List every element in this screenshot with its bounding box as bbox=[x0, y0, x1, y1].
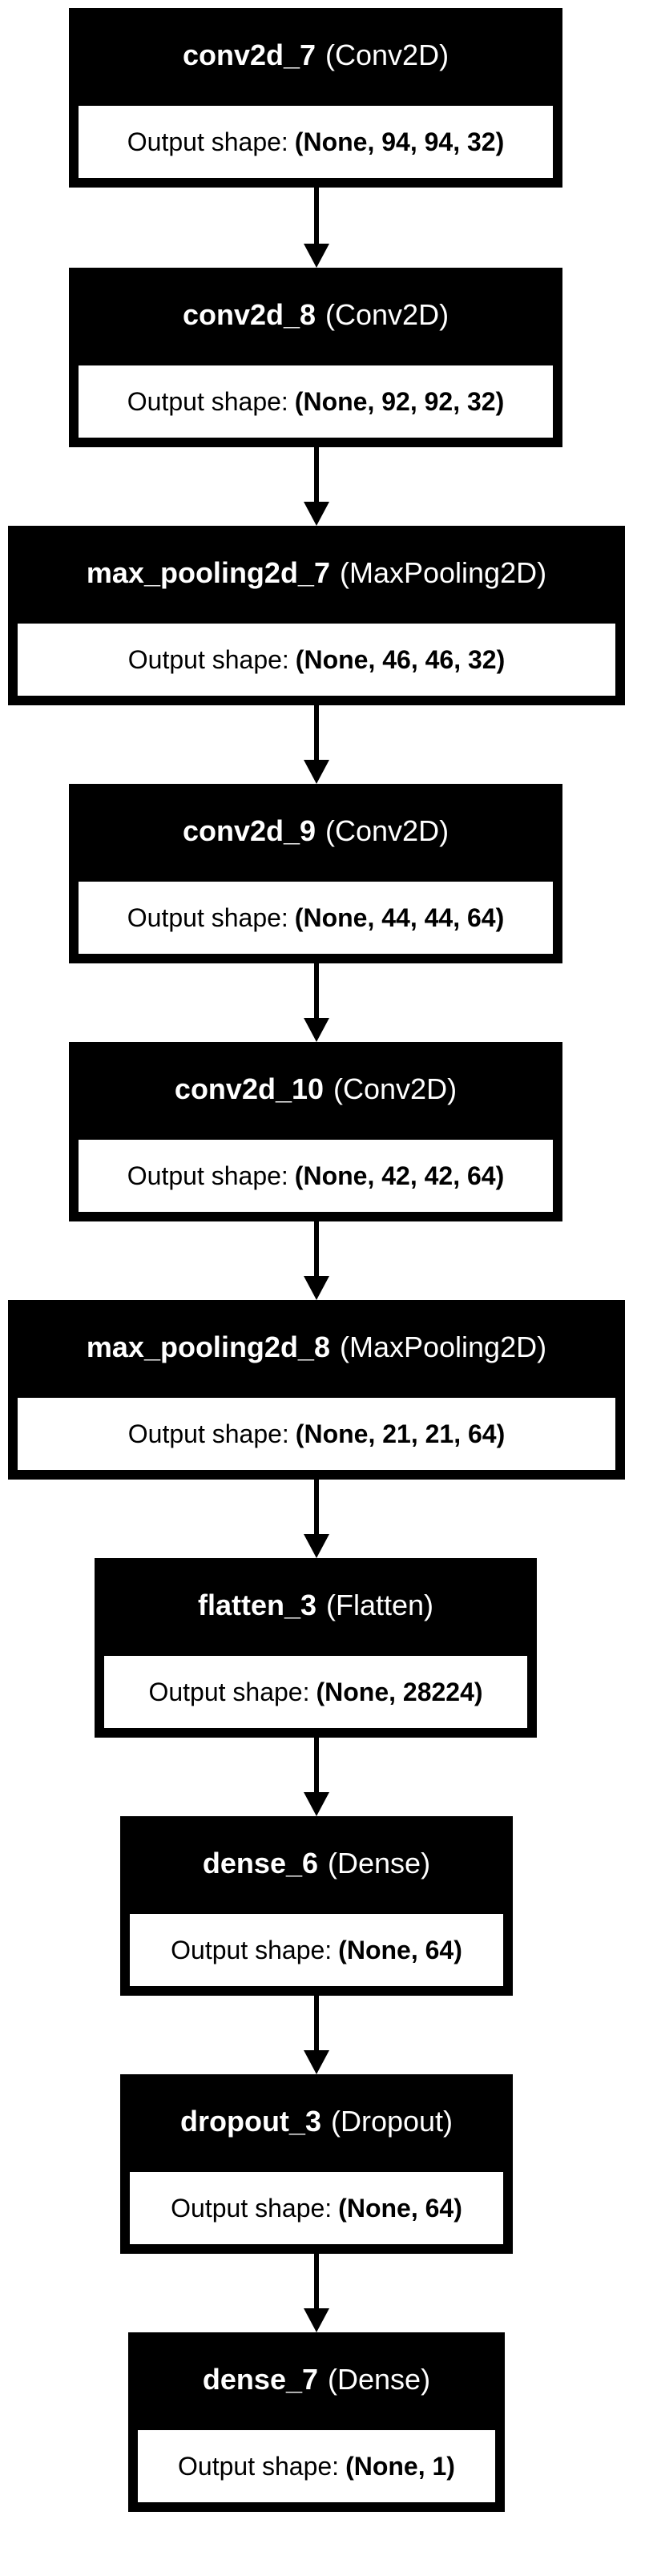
layer-type: (Conv2D) bbox=[333, 1072, 458, 1105]
arrowhead-icon bbox=[304, 1276, 329, 1300]
arrowhead-icon bbox=[304, 2050, 329, 2074]
layer-header: dense_7 (Dense) bbox=[133, 2337, 500, 2422]
layer-output-shape: Output shape: (None, 94, 94, 32) bbox=[79, 106, 553, 178]
layer-name: dense_7 bbox=[202, 2363, 319, 2396]
layer-node: dense_6 (Dense) Output shape: (None, 64) bbox=[120, 1816, 513, 1996]
edge-line bbox=[314, 188, 319, 245]
edge-line bbox=[314, 705, 319, 761]
layer-node: conv2d_8 (Conv2D) Output shape: (None, 9… bbox=[69, 268, 562, 447]
layer-node: dropout_3 (Dropout) Output shape: (None,… bbox=[120, 2074, 513, 2254]
layer-node: max_pooling2d_7 (MaxPooling2D) Output sh… bbox=[8, 526, 625, 705]
output-shape-label: Output shape: bbox=[127, 644, 289, 674]
arrowhead-icon bbox=[304, 502, 329, 526]
layer-node: conv2d_9 (Conv2D) Output shape: (None, 4… bbox=[69, 784, 562, 963]
layer-type: (Flatten) bbox=[326, 1589, 434, 1621]
output-shape-label: Output shape: bbox=[127, 1161, 288, 1190]
layer-output-shape: Output shape: (None, 46, 46, 32) bbox=[18, 624, 615, 696]
layer-header: max_pooling2d_8 (MaxPooling2D) bbox=[13, 1305, 620, 1390]
edge-line bbox=[314, 1221, 319, 1278]
layer-output-shape: Output shape: (None, 44, 44, 64) bbox=[79, 882, 553, 954]
output-shape-label: Output shape: bbox=[148, 1677, 310, 1706]
edge-line bbox=[314, 1996, 319, 2052]
layer-output-shape: Output shape: (None, 28224) bbox=[104, 1656, 527, 1728]
output-shape-label: Output shape: bbox=[127, 1419, 289, 1448]
layer-name: conv2d_7 bbox=[182, 38, 316, 71]
layer-header: conv2d_9 (Conv2D) bbox=[74, 789, 558, 874]
layer-type: (Dense) bbox=[328, 2363, 431, 2396]
layer-header: dropout_3 (Dropout) bbox=[125, 2079, 508, 2164]
output-shape-value: (None, 42, 42, 64) bbox=[294, 1161, 505, 1190]
edge-line bbox=[314, 2254, 319, 2310]
layer-name: conv2d_10 bbox=[174, 1072, 325, 1105]
output-shape-value: (None, 1) bbox=[345, 2451, 455, 2481]
layer-header: max_pooling2d_7 (MaxPooling2D) bbox=[13, 531, 620, 616]
output-shape-value: (None, 92, 92, 32) bbox=[294, 386, 505, 416]
layer-name: conv2d_8 bbox=[182, 298, 316, 331]
layer-output-shape: Output shape: (None, 64) bbox=[130, 1914, 503, 1986]
layer-type: (Conv2D) bbox=[325, 814, 449, 847]
layer-output-shape: Output shape: (None, 64) bbox=[130, 2172, 503, 2244]
edge-line bbox=[314, 963, 319, 1019]
output-shape-value: (None, 94, 94, 32) bbox=[294, 127, 505, 156]
layer-output-shape: Output shape: (None, 1) bbox=[138, 2430, 495, 2502]
layer-type: (MaxPooling2D) bbox=[339, 556, 547, 589]
layer-header: conv2d_8 (Conv2D) bbox=[74, 273, 558, 357]
layer-name: max_pooling2d_8 bbox=[86, 1330, 330, 1363]
layer-header: conv2d_7 (Conv2D) bbox=[74, 13, 558, 98]
output-shape-label: Output shape: bbox=[171, 1935, 333, 1964]
layer-name: conv2d_9 bbox=[182, 814, 316, 847]
arrowhead-icon bbox=[304, 760, 329, 784]
layer-header: conv2d_10 (Conv2D) bbox=[74, 1047, 558, 1132]
output-shape-value: (None, 46, 46, 32) bbox=[295, 644, 506, 674]
arrowhead-icon bbox=[304, 1534, 329, 1558]
layer-output-shape: Output shape: (None, 92, 92, 32) bbox=[79, 365, 553, 438]
layer-node: dense_7 (Dense) Output shape: (None, 1) bbox=[128, 2332, 505, 2512]
layer-name: dropout_3 bbox=[179, 2105, 321, 2138]
arrowhead-icon bbox=[304, 244, 329, 268]
output-shape-label: Output shape: bbox=[127, 127, 288, 156]
output-shape-value: (None, 64) bbox=[338, 2193, 462, 2223]
layer-node: max_pooling2d_8 (MaxPooling2D) Output sh… bbox=[8, 1300, 625, 1480]
output-shape-value: (None, 28224) bbox=[316, 1677, 483, 1706]
output-shape-value: (None, 44, 44, 64) bbox=[294, 902, 505, 932]
arrowhead-icon bbox=[304, 1018, 329, 1042]
layer-name: dense_6 bbox=[202, 1847, 319, 1880]
layer-output-shape: Output shape: (None, 21, 21, 64) bbox=[18, 1398, 615, 1470]
layer-node: conv2d_7 (Conv2D) Output shape: (None, 9… bbox=[69, 8, 562, 188]
layer-type: (Conv2D) bbox=[325, 298, 449, 331]
arrowhead-icon bbox=[304, 2308, 329, 2332]
layer-node: conv2d_10 (Conv2D) Output shape: (None, … bbox=[69, 1042, 562, 1221]
layer-name: flatten_3 bbox=[197, 1589, 316, 1621]
output-shape-label: Output shape: bbox=[178, 2451, 340, 2481]
output-shape-value: (None, 21, 21, 64) bbox=[295, 1419, 506, 1448]
output-shape-label: Output shape: bbox=[127, 902, 288, 932]
layer-type: (Dense) bbox=[328, 1847, 431, 1880]
edge-line bbox=[314, 1480, 319, 1536]
layer-name: max_pooling2d_7 bbox=[86, 556, 330, 589]
edge-line bbox=[314, 1738, 319, 1794]
layer-header: flatten_3 (Flatten) bbox=[99, 1563, 532, 1648]
output-shape-label: Output shape: bbox=[171, 2193, 333, 2223]
output-shape-label: Output shape: bbox=[127, 386, 288, 416]
layer-type: (Dropout) bbox=[330, 2105, 454, 2138]
layer-node: flatten_3 (Flatten) Output shape: (None,… bbox=[95, 1558, 537, 1738]
arrowhead-icon bbox=[304, 1792, 329, 1816]
layer-type: (MaxPooling2D) bbox=[339, 1330, 547, 1363]
layer-output-shape: Output shape: (None, 42, 42, 64) bbox=[79, 1140, 553, 1212]
layer-header: dense_6 (Dense) bbox=[125, 1821, 508, 1906]
layer-type: (Conv2D) bbox=[325, 38, 449, 71]
output-shape-value: (None, 64) bbox=[338, 1935, 462, 1964]
edge-line bbox=[314, 447, 319, 503]
